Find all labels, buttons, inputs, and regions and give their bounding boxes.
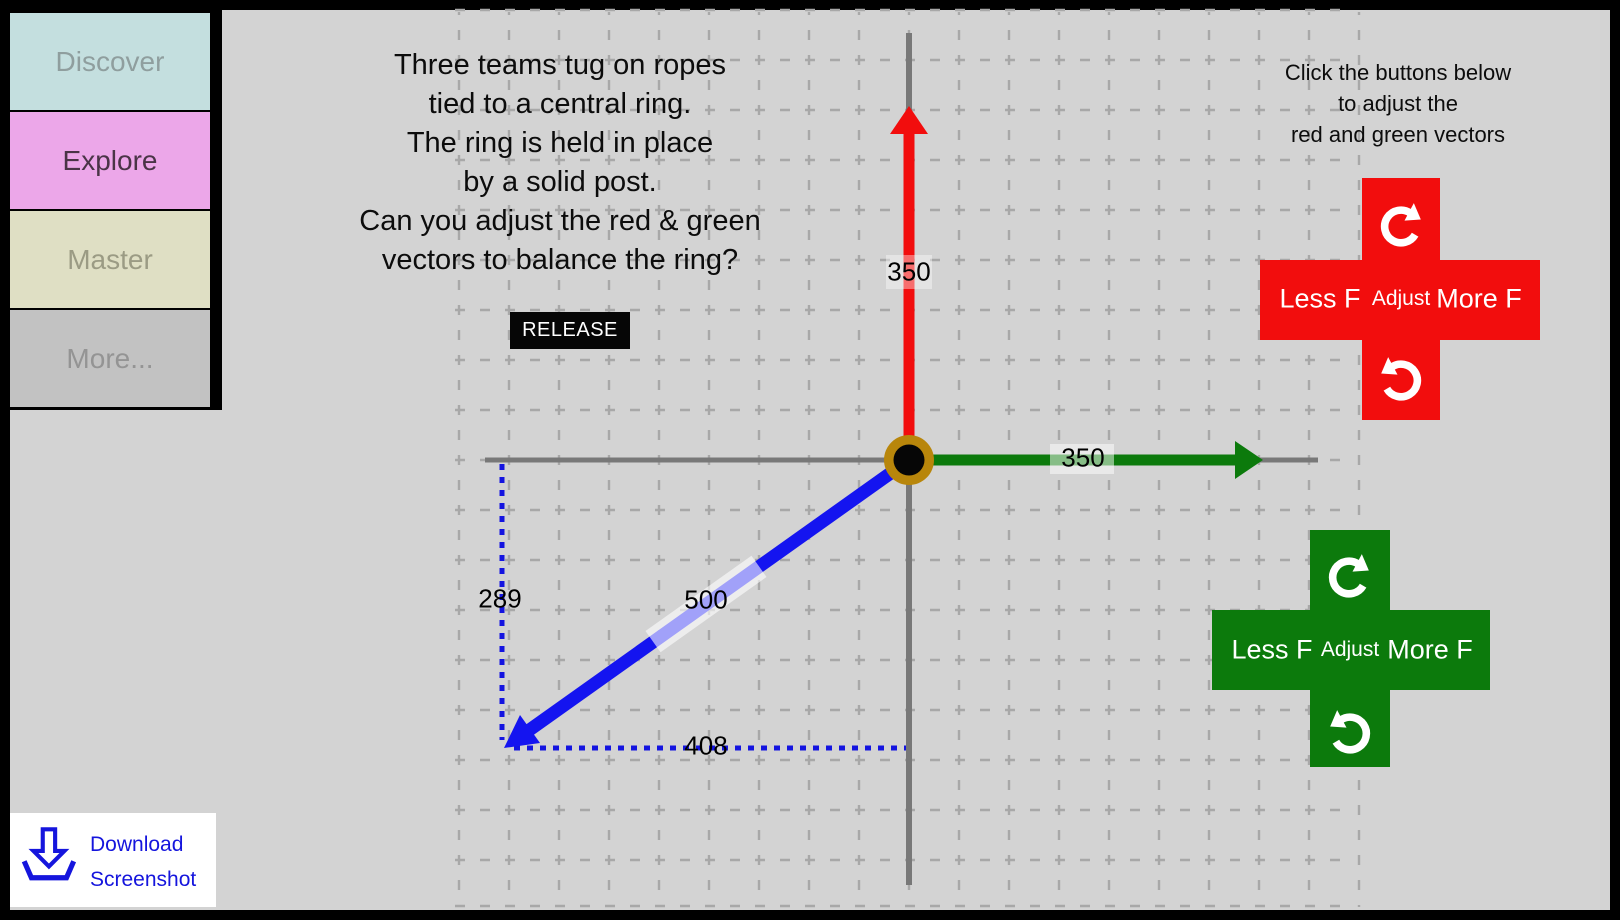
adjust-instructions-line: to adjust the xyxy=(1338,91,1458,116)
green-adjust-label[interactable]: Adjust xyxy=(1320,638,1380,661)
green-rotate-counterclockwise-icon[interactable] xyxy=(1322,702,1378,758)
green-rotate-clockwise-icon[interactable] xyxy=(1321,546,1377,602)
question-line: The ring is held in place xyxy=(406,127,714,159)
release-button[interactable]: RELEASE xyxy=(510,312,630,349)
question-line: tied to a central ring. xyxy=(428,88,692,120)
adjust-instructions-line: red and green vectors xyxy=(1290,122,1506,147)
green-more-force-button[interactable]: More F xyxy=(1387,634,1473,665)
adjust-instructions: Click the buttons below to adjust the re… xyxy=(1240,57,1556,150)
green-less-force-button[interactable]: Less F xyxy=(1231,634,1313,665)
blue-vector-magnitude-label: 500 xyxy=(684,584,728,615)
question-line: vectors to balance the ring? xyxy=(381,244,739,276)
sidebar-item-explore[interactable]: Explore xyxy=(10,112,210,209)
sidebar-item-more[interactable]: More... xyxy=(10,310,210,407)
sidebar: Discover Explore Master More... xyxy=(10,10,222,410)
download-label-line1: Download xyxy=(90,833,184,856)
adjust-instructions-line: Click the buttons below xyxy=(1284,60,1512,85)
download-screenshot-label[interactable]: Download Screenshot xyxy=(90,827,206,897)
green-cluster-vertical-bar[interactable] xyxy=(1310,530,1390,767)
download-label-line2: Screenshot xyxy=(90,868,197,891)
red-adjust-label[interactable]: Adjust xyxy=(1371,287,1431,310)
blue-x-component-label: 408 xyxy=(684,730,728,761)
download-icon[interactable] xyxy=(18,820,84,886)
question-line: Three teams tug on ropes xyxy=(393,49,727,81)
red-rotate-counterclockwise-icon[interactable] xyxy=(1373,349,1429,405)
red-more-force-button[interactable]: More F xyxy=(1436,283,1522,314)
red-rotate-clockwise-icon[interactable] xyxy=(1373,195,1429,251)
red-vector-magnitude-label: 350 xyxy=(887,256,931,287)
question-line: Can you adjust the red & green xyxy=(359,205,761,237)
red-cluster-vertical-bar[interactable] xyxy=(1362,178,1440,420)
green-vector-magnitude-label: 350 xyxy=(1061,442,1105,473)
red-less-force-button[interactable]: Less F xyxy=(1279,283,1361,314)
sidebar-item-master[interactable]: Master xyxy=(10,211,210,308)
blue-y-component-label: 289 xyxy=(478,583,522,614)
question-text: Three teams tug on ropes tied to a centr… xyxy=(310,46,810,280)
sidebar-item-discover[interactable]: Discover xyxy=(10,13,210,110)
question-line: by a solid post. xyxy=(463,166,657,198)
